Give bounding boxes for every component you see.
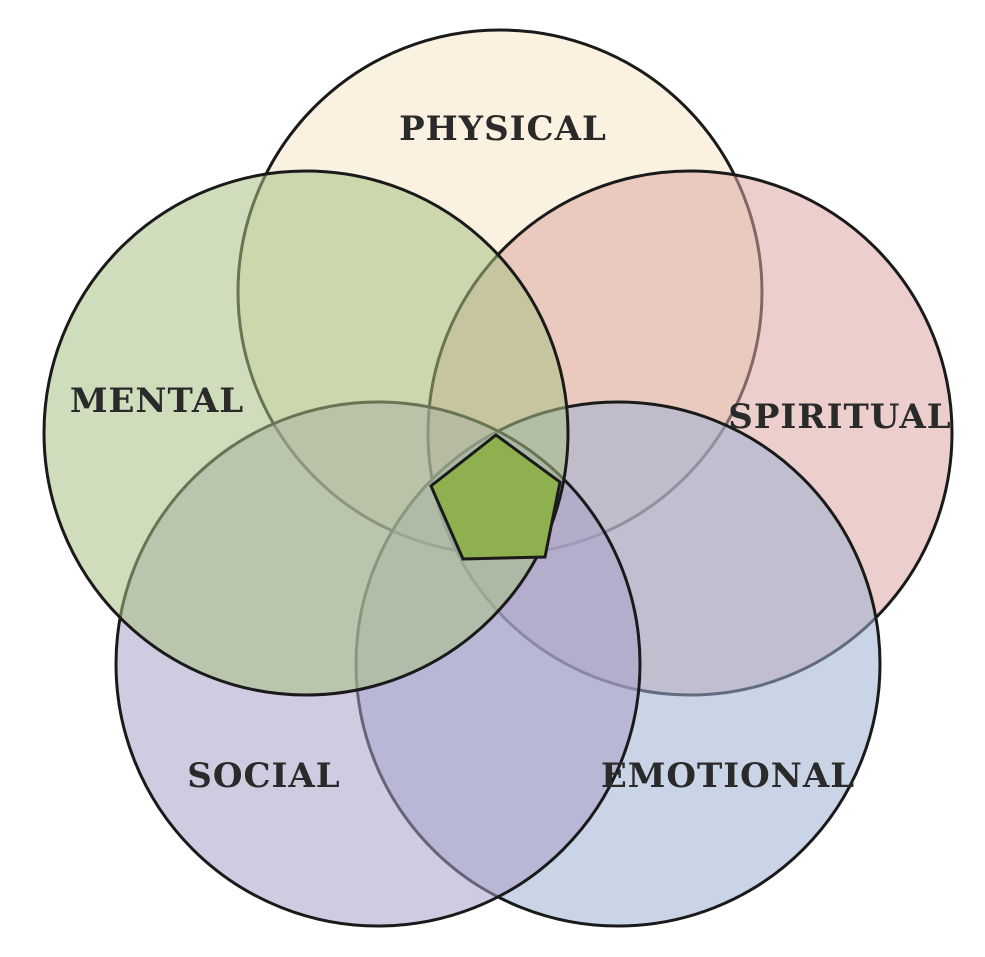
circle-mental: [42, 169, 570, 697]
label-emotional: EMOTIONAL: [601, 756, 855, 796]
label-mental: MENTAL: [70, 381, 244, 421]
labels-layer: PHYSICAL SPIRITUAL EMOTIONAL SOCIAL MENT…: [70, 109, 951, 796]
center-overlap-region: [429, 433, 562, 561]
label-physical: PHYSICAL: [399, 109, 607, 149]
label-social: SOCIAL: [187, 756, 340, 796]
label-spiritual: SPIRITUAL: [728, 397, 951, 437]
